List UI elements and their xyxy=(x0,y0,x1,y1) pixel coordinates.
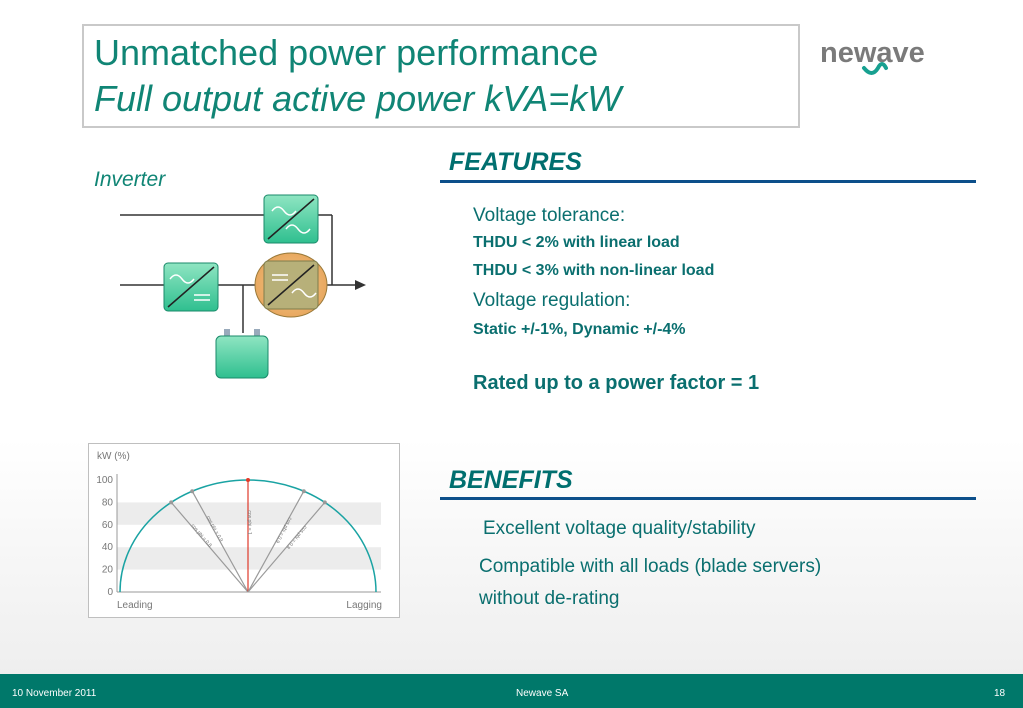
slide-subtitle: Full output active power kVA=kW xyxy=(94,78,622,119)
voltage-regulation-label: Voltage regulation: xyxy=(473,290,631,311)
static-switch-icon xyxy=(263,194,319,244)
footer-page-number: 18 xyxy=(994,688,1006,699)
chart-svg: kW (%) Leading Lagging 0 20 40 60 80 100 cos p… xyxy=(96,451,382,611)
features-divider xyxy=(440,180,976,183)
benefit-voltage-quality: Excellent voltage quality/stability xyxy=(483,518,756,539)
chart-ray xyxy=(247,490,305,593)
chart-grid-band xyxy=(117,502,381,525)
chart-ylabel: kW (%) xyxy=(97,451,130,462)
thdu-nonlinear-text: THDU < 3% with non-linear load xyxy=(473,262,715,279)
chart-ray-point xyxy=(301,489,306,494)
rectifier-icon xyxy=(163,262,219,312)
chart-ray-point xyxy=(322,500,327,505)
benefits-divider xyxy=(440,497,976,500)
rated-power-factor-text: Rated up to a power factor = 1 xyxy=(473,372,760,394)
inverter-diagram xyxy=(120,194,366,379)
features-heading: FEATURES xyxy=(449,148,582,176)
slide-title: Unmatched power performance xyxy=(94,32,599,73)
chart-ytick-label: 40 xyxy=(102,542,114,553)
chart-ray xyxy=(191,490,249,593)
chart-ray-point xyxy=(246,478,250,482)
chart-ray-label: cos phi = 0.8 xyxy=(190,523,213,549)
chart-ytick-label: 0 xyxy=(107,587,113,598)
chart-ray-label: cos phi = 1 xyxy=(246,510,252,535)
battery-icon xyxy=(215,329,269,379)
output-arrow-icon xyxy=(355,280,366,290)
logo-text: newave xyxy=(820,37,925,69)
footer-bar: 10 November 2011 Newave SA 18 xyxy=(0,674,1023,708)
power-factor-chart: kW (%) Leading Lagging 0 20 40 60 80 100 cos p… xyxy=(88,443,400,618)
chart-ytick-label: 100 xyxy=(96,475,113,486)
inverter-icon xyxy=(263,260,319,310)
chart-ray xyxy=(247,502,326,593)
chart-ray-point xyxy=(190,489,195,494)
voltage-tolerance-label: Voltage tolerance: xyxy=(473,205,626,226)
inverter-label: Inverter xyxy=(94,168,166,191)
chart-ray xyxy=(170,502,249,593)
thdu-linear-text: THDU < 2% with linear load xyxy=(473,234,680,251)
chart-ytick-label: 60 xyxy=(102,520,114,531)
benefit-no-derating: without de-rating xyxy=(479,588,620,609)
benefit-compatible-loads: Compatible with all loads (blade servers… xyxy=(479,556,822,577)
footer-company: Newave SA xyxy=(516,688,569,699)
static-dynamic-text: Static +/-1%, Dynamic +/-4% xyxy=(473,321,686,338)
chart-xlabel-lagging: Lagging xyxy=(346,600,382,611)
chart-ytick-label: 80 xyxy=(102,497,114,508)
chart-xlabel-leading: Leading xyxy=(117,600,153,611)
logo-swoosh-icon xyxy=(862,62,888,75)
benefits-heading: BENEFITS xyxy=(449,466,573,494)
footer-date: 10 November 2011 xyxy=(12,688,97,699)
chart-grid-band xyxy=(117,547,381,570)
title-box: Unmatched power performance Full output … xyxy=(82,24,800,128)
newave-logo: newave xyxy=(820,37,925,75)
chart-ytick-label: 20 xyxy=(102,565,114,576)
chart-ray-point xyxy=(169,500,174,505)
